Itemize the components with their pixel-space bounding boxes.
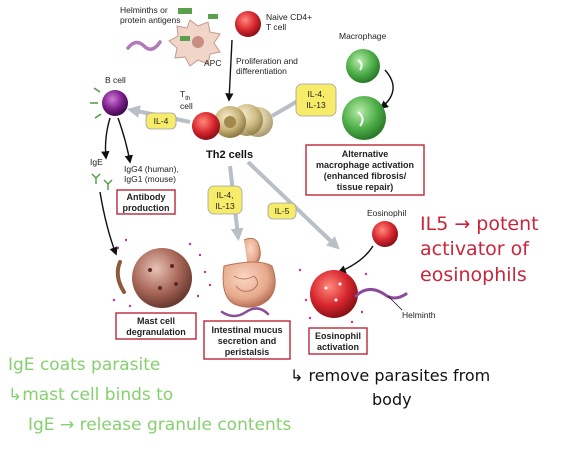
cytokine-il4-left (145, 112, 177, 130)
alt-macrophage-activation-box (305, 144, 425, 196)
activated-macrophage-icon (342, 96, 386, 140)
alt-macrophage-line4: tissue repair) (337, 182, 394, 192)
macrophage-activation-arrow (379, 69, 394, 110)
b-cell-label: B cell (105, 75, 126, 85)
helminth-label: Helminth (402, 310, 436, 320)
alt-macrophage-line3: (enhanced fibrosis/ (324, 171, 407, 181)
th2-cells-label: Th2 cells (206, 149, 253, 161)
b-cell-receptor-icon (90, 87, 102, 119)
cytokine-il4-il13-right-line1: IL-4, (307, 89, 324, 99)
ige-to-mast-cell-arrow (99, 191, 118, 256)
helminth-antigen-label-line1: Helminths or (120, 5, 168, 15)
eosinophil-activation-box (308, 327, 368, 355)
proliferation-arrow (225, 39, 234, 102)
activated-macrophage-worm-icon (357, 111, 364, 127)
antibody-production-line2: production (123, 203, 170, 213)
eosinophil-label: Eosinophil (367, 208, 406, 218)
eosinophil-granules (298, 268, 368, 324)
mast-cell-degranulation-box (115, 312, 197, 340)
alt-macrophage-line1: Alternative (342, 149, 389, 159)
bcell-to-ige-arrow (101, 117, 111, 160)
apc-cell-icon (168, 8, 221, 67)
cytokine-il5 (267, 202, 297, 220)
degranulation-granules (112, 238, 212, 308)
cytokine-il4-left-text: IL-4 (154, 116, 169, 126)
macrophage-label: Macrophage (339, 31, 387, 41)
annotation-ige-line1: IgE coats parasite (8, 355, 160, 375)
intestinal-mucus-box (203, 320, 291, 360)
ige-antibody-icon (91, 173, 113, 190)
helminth-antigen-label-line2: protein antigens (120, 15, 181, 25)
antibody-production-box (116, 189, 176, 215)
eosinophil-activation-arrow (337, 245, 374, 274)
mast-cell-degranulation-line2: degranulation (126, 327, 186, 337)
macrophage-cell-icon (346, 49, 380, 83)
mast-cell-helminth-icon (115, 260, 126, 294)
annotation-il5-line1: IL5 → potent (420, 213, 539, 235)
mast-cell-icon (132, 248, 192, 308)
th-cell-label: Tth (180, 89, 190, 102)
proliferation-label-line2: differentiation (236, 66, 287, 76)
igg-label-line2: IgG1 (mouse) (124, 174, 176, 184)
eosinophil-activation-line1: Eosinophil (315, 331, 361, 341)
intestinal-mucus-line1: Intestinal mucus (211, 325, 282, 335)
igg-label-line1: IgG4 (human), (124, 164, 179, 174)
eosinophil-helminth-icon (354, 288, 408, 300)
naive-t-cell-label-line2: T cell (266, 22, 286, 32)
th2-cell-cluster-icon (192, 104, 273, 140)
apc-label: APC (204, 58, 221, 68)
annotation-ige-line3: IgE → release granule contents (28, 415, 291, 435)
antibody-production-line1: Antibody (127, 192, 166, 202)
macrophage-worm-icon (357, 59, 363, 71)
annotation-il5-line2: activator of (420, 238, 530, 260)
cytokine-il4-il13-right (295, 83, 337, 117)
bcell-to-igg-arrow (117, 117, 133, 164)
cytokine-il4-il13-right-line2: IL-13 (306, 100, 326, 110)
annotation-remove-line2: body (372, 390, 412, 409)
annotation-remove-line1: ↳ remove parasites from (290, 366, 490, 385)
helminth-pointer-line (387, 295, 403, 311)
helminth-worm-icon (126, 40, 162, 51)
naive-t-cell-label-line1: Naive CD4+ (266, 12, 312, 22)
annotation-il5-line3: eosinophils (420, 264, 527, 286)
naive-t-cell-icon (235, 11, 261, 37)
proliferation-label-line1: Proliferation and (236, 56, 298, 66)
intestine-icon (222, 237, 276, 308)
alt-macrophage-line2: macrophage activation (316, 160, 414, 170)
activated-eosinophil-icon (310, 270, 358, 318)
cytokine-il5-text: IL-5 (275, 206, 290, 216)
mast-cell-degranulation-line1: Mast cell (137, 316, 175, 326)
intestinal-mucus-line3: peristalsis (225, 347, 270, 357)
th-cell-label-cell: cell (180, 101, 193, 111)
eosinophil-activation-line2: activation (317, 342, 359, 352)
cytokine-il4-il13-center-line2: IL-13 (215, 201, 235, 211)
cytokine-il4-il13-center (207, 185, 243, 215)
eosinophil-cell-icon (372, 221, 398, 247)
cytokine-il4-il13-center-line1: IL-4, (216, 190, 233, 200)
intestine-helminth-icon (220, 307, 270, 318)
annotation-ige-line2: ↳mast cell binds to (8, 385, 173, 405)
ige-label: IgE (90, 157, 103, 167)
intestinal-mucus-line2: secretion and (218, 336, 277, 346)
b-cell-icon (102, 90, 128, 116)
